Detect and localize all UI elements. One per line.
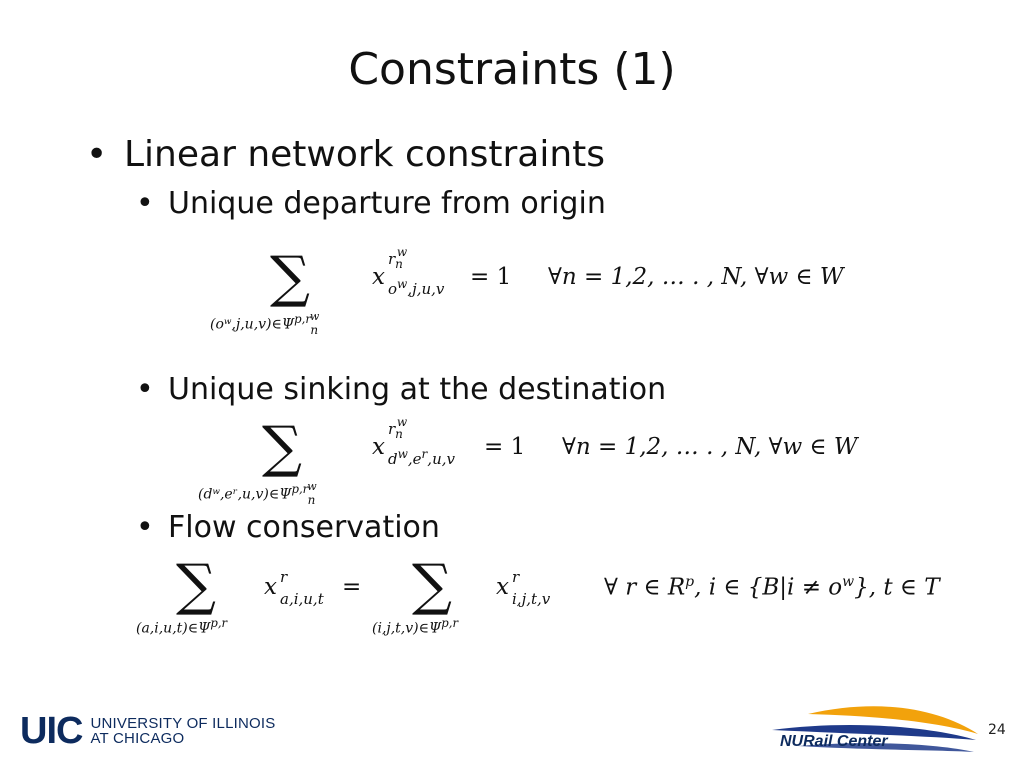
bullet-dot: • [136, 372, 154, 407]
bullet-text: Linear network constraints [124, 134, 606, 175]
equals-sign: = [342, 574, 362, 600]
summation-symbol: ∑ [270, 245, 310, 310]
summation-symbol: ∑ [262, 415, 302, 480]
variable-superscript-left: r [280, 568, 288, 586]
nurail-center-logo: NURail Center [780, 733, 888, 750]
uic-logo: UIC UNIVERSITY OF ILLINOIS AT CHICAGO [20, 712, 275, 750]
bullet-dot: • [136, 186, 154, 221]
variable-x-left: x [264, 574, 277, 600]
summation-index: (dʷ,eʳ,u,v)∈Ψp,rwn [198, 479, 317, 507]
summation-symbol-right: ∑ [412, 553, 452, 618]
variable-subscript-left: a,i,u,t [280, 590, 324, 608]
summation-symbol-left: ∑ [176, 553, 216, 618]
nurail-swoosh-icon [772, 706, 978, 752]
variable-subscript: ow,j,u,v [388, 277, 445, 298]
summation-index-left: (a,i,u,t)∈Ψp,r [136, 616, 228, 637]
variable-x-sinking: x [372, 434, 385, 460]
page-number: 24 [988, 722, 1006, 738]
bullet-text: Unique sinking at the destination [168, 372, 667, 407]
uic-logo-mark: UIC [20, 710, 83, 752]
variable-x-right: x [496, 574, 509, 600]
variable-x-departure: x [372, 264, 385, 290]
bullet-linear-network-constraints: • Linear network constraints [86, 134, 605, 175]
bullet-text: Flow conservation [168, 510, 440, 545]
bullet-flow-conservation: • Flow conservation [136, 510, 440, 545]
equation-rhs: = 1 [484, 434, 526, 460]
bullet-dot: • [136, 510, 154, 545]
variable-subscript-right: i,j,t,v [512, 590, 551, 608]
bullet-unique-departure: • Unique departure from origin [136, 186, 606, 221]
equation-condition: ∀n = 1,2, … . , N, ∀w ∈ W [562, 434, 858, 460]
equation-condition: ∀ r ∈ Rp, i ∈ {B|i ≠ ow}, t ∈ T [604, 574, 940, 601]
variable-superscript: rnw [388, 245, 408, 271]
slide-title: Constraints (1) [348, 44, 676, 95]
variable-subscript: dw,er,u,v [388, 447, 455, 468]
summation-index-right: (i,j,t,v)∈Ψp,r [372, 616, 459, 637]
uic-logo-wordmark: UNIVERSITY OF ILLINOIS AT CHICAGO [90, 715, 276, 747]
summation-index: (oʷ,j,u,v)∈Ψp,rwn [210, 309, 320, 337]
bullet-text: Unique departure from origin [168, 186, 606, 221]
variable-superscript: rnw [388, 415, 408, 441]
bullet-dot: • [86, 134, 108, 175]
bullet-unique-sinking: • Unique sinking at the destination [136, 372, 666, 407]
equation-condition: ∀n = 1,2, … . , N, ∀w ∈ W [548, 264, 844, 290]
variable-superscript-right: r [512, 568, 520, 586]
equation-rhs: = 1 [470, 264, 512, 290]
